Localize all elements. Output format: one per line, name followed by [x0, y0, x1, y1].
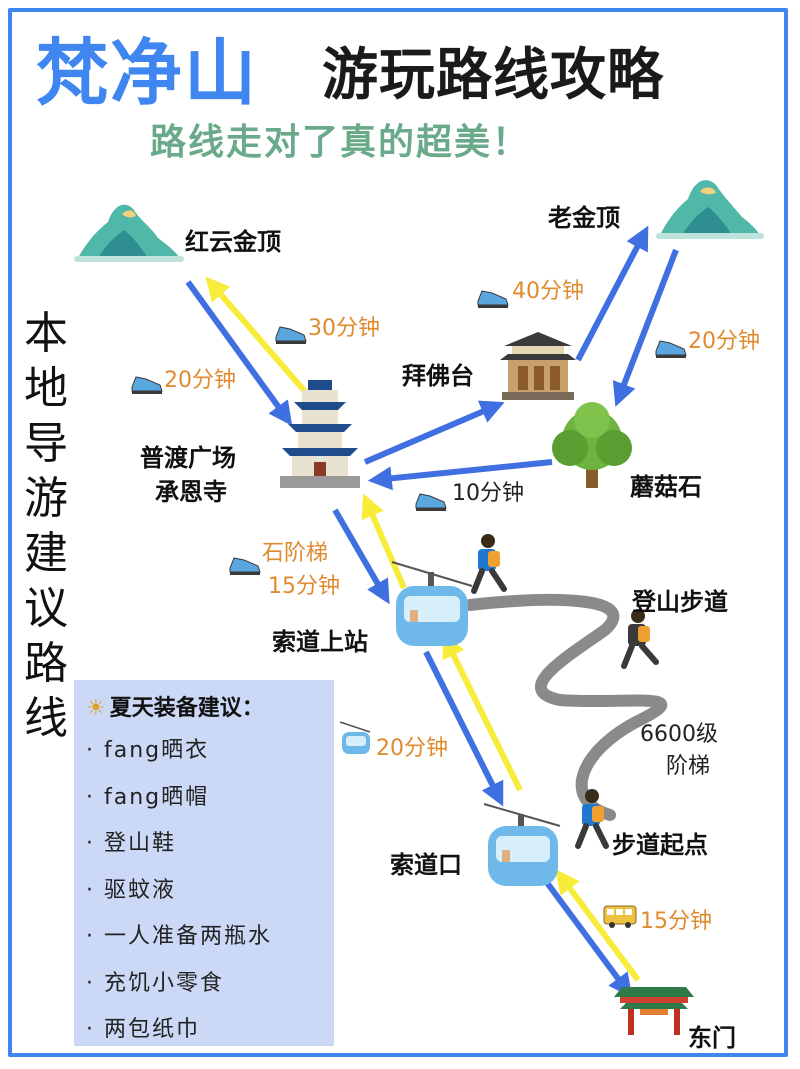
tip-item: 驱蚊液: [86, 872, 272, 919]
hiker-icon: [575, 789, 609, 849]
side-caption-char: 线: [24, 693, 68, 744]
tip-item: fang晒帽: [86, 779, 272, 826]
time-cableway: 20分钟: [376, 736, 448, 761]
arrow-upper-station-to-pudu: [361, 493, 407, 590]
arrow-to-laojin: [575, 225, 649, 362]
side-caption-char: 地: [24, 363, 68, 414]
place-cable-entrance: 索道口: [390, 851, 462, 879]
place-upper-station: 索道上站: [272, 628, 368, 656]
summer-tips-title: ☀夏天装备建议：: [86, 696, 264, 721]
time-from-hongyun: 20分钟: [164, 368, 236, 393]
place-trail-start: 步道起点: [612, 831, 708, 859]
side-caption-char: 游: [24, 473, 68, 524]
tip-item: 一人准备两瓶水: [86, 918, 272, 965]
place-hongyun: 红云金顶: [185, 228, 281, 256]
cable-car-icon: [483, 803, 561, 886]
temple-icon: [280, 380, 360, 488]
arrow-to-east-gate: [542, 878, 633, 998]
poster-border: [8, 8, 788, 1057]
bus-icon: [603, 905, 637, 928]
sneaker-icon: [275, 326, 307, 344]
tip-item: fang晒衣: [86, 732, 272, 779]
title-main: 梵净山: [36, 31, 259, 115]
side-caption-char: 路: [24, 638, 68, 689]
hiking-trail: [464, 593, 668, 821]
side-caption-char: 议: [24, 583, 68, 634]
time-to-laojin: 40分钟: [512, 279, 584, 304]
sneaker-icon: [655, 340, 687, 358]
arrow-pudu-to-upper-station: [332, 508, 390, 605]
arrow-from-laojin: [612, 248, 679, 407]
arrow-to-hongyun: [205, 276, 311, 397]
time-stairs-line1: 石阶梯: [262, 541, 329, 566]
place-baifo: 拜佛台: [402, 362, 474, 390]
side-caption-char: 本: [24, 308, 68, 359]
side-caption: 本地导游建议路线: [20, 306, 72, 746]
pavilion-icon: [500, 332, 576, 400]
sneaker-icon: [415, 493, 447, 511]
time-bus: 15分钟: [640, 909, 712, 934]
place-mogu: 蘑菇石: [630, 473, 702, 501]
time-to-hongyun: 30分钟: [308, 316, 380, 341]
sneaker-icon: [131, 376, 163, 394]
mountain-icon: [656, 180, 764, 239]
gate-icon: [614, 987, 694, 1035]
trail-steps-line1: 6600级: [640, 722, 718, 747]
place-pudu-line2: 承恩寺: [155, 478, 227, 506]
time-stairs-line2: 15分钟: [268, 574, 340, 599]
place-pudu-line1: 普渡广场: [140, 444, 236, 472]
hiker-icon: [621, 609, 659, 669]
arrow-pudu-to-baifo: [363, 400, 505, 465]
arrow-from-east-gate: [555, 869, 641, 982]
place-east-gate: 东门: [688, 1024, 736, 1052]
sneaker-icon: [229, 557, 261, 575]
place-trail: 登山步道: [632, 588, 728, 616]
trail-steps-line2: 阶梯: [666, 754, 711, 779]
tip-item: 登山鞋: [86, 825, 272, 872]
summer-tips-panel: ☀夏天装备建议： fang晒衣 fang晒帽 登山鞋 驱蚊液 一人准备两瓶水 充…: [74, 680, 334, 1046]
arrow-mogu-to-pudu: [367, 459, 553, 491]
tip-item: 两包纸巾: [86, 1011, 272, 1058]
tree-icon: [552, 402, 632, 488]
mountain-icon: [74, 204, 184, 262]
cable-car-icon: [391, 561, 473, 646]
tip-item: 充饥小零食: [86, 965, 272, 1012]
cable-car-icon: [339, 721, 371, 754]
sneaker-icon: [477, 290, 509, 308]
summer-tips-list: fang晒衣 fang晒帽 登山鞋 驱蚊液 一人准备两瓶水 充饥小零食 两包纸巾: [86, 732, 272, 1058]
arrow-cable-down: [423, 650, 504, 807]
time-from-laojin: 20分钟: [688, 329, 760, 354]
hiker-icon: [471, 534, 507, 594]
sun-icon: ☀: [86, 696, 106, 721]
place-laojin: 老金顶: [548, 204, 620, 232]
arrow-from-hongyun: [185, 280, 293, 426]
time-mogu-to-pudu: 10分钟: [452, 481, 524, 506]
arrow-cable-up: [442, 633, 523, 792]
title-sub: 游玩路线攻略: [322, 43, 664, 108]
side-caption-char: 导: [24, 418, 68, 469]
tagline: 路线走对了真的超美！: [150, 122, 531, 163]
side-caption-char: 建: [24, 528, 68, 579]
